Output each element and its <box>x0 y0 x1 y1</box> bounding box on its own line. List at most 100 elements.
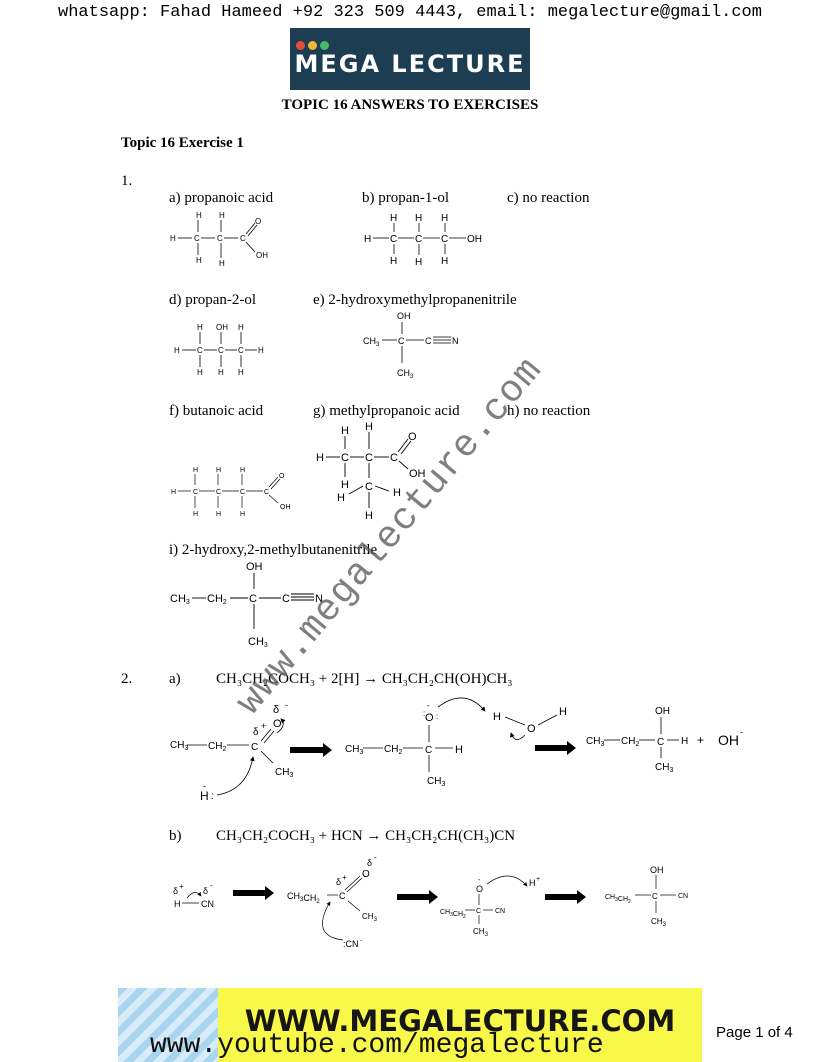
svg-text:H: H <box>455 744 463 756</box>
svg-text:H: H <box>219 211 225 220</box>
svg-text:H: H <box>197 323 203 332</box>
svg-text:C: C <box>425 745 432 756</box>
svg-text:C: C <box>652 892 658 901</box>
svg-text::: : <box>423 709 425 718</box>
svg-text:OH: OH <box>409 468 426 480</box>
svg-text:CH3CH2: CH3CH2 <box>440 909 466 920</box>
svg-text:+: + <box>536 876 540 883</box>
footer-site-link[interactable]: WWW.MEGALECTURE.COM <box>244 1004 676 1038</box>
svg-text:C: C <box>398 336 405 346</box>
svg-text:C: C <box>216 489 221 496</box>
svg-text:CH3: CH3 <box>427 776 445 788</box>
svg-text:CH3: CH3 <box>397 368 414 380</box>
page-number: Page 1 of 4 <box>716 1024 793 1041</box>
svg-text:C: C <box>197 346 203 355</box>
page-title: TOPIC 16 ANSWERS TO EXERCISES <box>281 97 539 113</box>
item-b-label: b) propan-1-ol <box>362 190 450 206</box>
hydroxymethylbutanenitrile-structure: OH CH3 CH2 C C N CH3 <box>170 561 323 649</box>
svg-text:-: - <box>374 853 377 862</box>
footer-stripe-band <box>118 988 220 1062</box>
svg-text:H: H <box>219 259 225 268</box>
svg-text:C: C <box>217 234 223 243</box>
svg-text:O: O <box>476 884 483 894</box>
svg-text:C: C <box>194 234 200 243</box>
logo-dot-green <box>320 41 329 50</box>
svg-text:C: C <box>657 737 664 748</box>
svg-text:δ: δ <box>273 704 279 716</box>
svg-text:CH3: CH3 <box>473 927 489 938</box>
svg-text:-: - <box>203 781 206 791</box>
svg-text:H: H <box>200 789 209 803</box>
svg-text:H: H <box>493 711 501 723</box>
svg-text:H: H <box>341 425 349 437</box>
question-2a-label: a) <box>169 671 181 687</box>
svg-text:H: H <box>197 368 203 377</box>
svg-text:CN: CN <box>678 893 688 900</box>
svg-text:δ: δ <box>253 727 259 738</box>
svg-text:-: - <box>285 700 288 710</box>
svg-text:C: C <box>390 452 398 464</box>
item-e-label: e) 2-hydroxymethylpropanenitrile <box>313 292 517 308</box>
propan-1-ol-structure: H C C C OH H H H H H H <box>364 213 482 268</box>
svg-text:N: N <box>315 593 323 605</box>
svg-text:H: H <box>365 510 373 522</box>
svg-text:CH3: CH3 <box>651 917 667 928</box>
logo-dot-red <box>296 41 305 50</box>
svg-text:OH: OH <box>655 706 670 717</box>
question-1-number: 1. <box>121 173 133 189</box>
svg-text:+: + <box>697 733 704 747</box>
svg-text:C: C <box>249 593 257 605</box>
svg-text:O: O <box>273 718 282 730</box>
svg-text:H: H <box>529 878 536 888</box>
svg-text:H: H <box>174 899 181 909</box>
logo-text: MEGA LECTURE <box>294 50 526 78</box>
svg-text:OH: OH <box>650 865 664 875</box>
svg-text:H: H <box>559 706 567 718</box>
butanoic-acid-structure: H C C C C H H H H H H O OH <box>171 467 291 518</box>
svg-text:H: H <box>390 213 397 224</box>
question-2b-label: b) <box>169 828 182 844</box>
svg-text:CH3: CH3 <box>248 636 268 649</box>
svg-text:CH2: CH2 <box>621 736 639 748</box>
footer-banner <box>218 988 702 1062</box>
svg-text:H: H <box>316 452 324 464</box>
svg-text:C: C <box>264 489 269 496</box>
footer-youtube-link[interactable]: www.youtube.com/megalecture <box>150 1030 604 1061</box>
svg-text:H: H <box>174 346 180 355</box>
svg-text:+: + <box>342 873 347 882</box>
svg-text:-: - <box>740 727 743 737</box>
svg-text:-: - <box>427 701 430 710</box>
svg-text:O: O <box>527 723 536 735</box>
svg-text:δ: δ <box>173 886 178 896</box>
exercise-heading: Topic 16 Exercise 1 <box>121 135 244 151</box>
svg-text:H: H <box>238 368 244 377</box>
propan-2-ol-structure: H C C C H H OH H H H H <box>174 323 264 377</box>
hydroxymethylpropanenitrile-structure: OH CH3 C C N CH3 <box>363 311 459 380</box>
svg-text:-: - <box>210 881 213 890</box>
methylpropanoic-acid-structure: H C C C H H H C H H H O OH <box>316 421 426 522</box>
svg-text:C: C <box>282 593 290 605</box>
svg-text:C: C <box>251 742 258 753</box>
svg-text:+: + <box>179 882 184 891</box>
svg-text:H: H <box>441 213 448 224</box>
svg-text:H: H <box>341 479 349 491</box>
svg-text:H: H <box>337 492 345 504</box>
logo-dots <box>296 37 332 55</box>
svg-text::CN: :CN <box>343 939 359 949</box>
svg-text:H: H <box>196 256 202 265</box>
svg-text:C: C <box>390 234 397 245</box>
svg-text::: : <box>436 712 438 721</box>
svg-text:O: O <box>362 869 370 880</box>
item-c-label: c) no reaction <box>507 190 590 206</box>
item-g-label: g) methylpropanoic acid <box>313 403 460 419</box>
svg-text:CN: CN <box>495 908 505 915</box>
svg-text::: : <box>211 791 214 802</box>
svg-text:+: + <box>261 721 266 731</box>
svg-text:C: C <box>415 234 422 245</box>
svg-text:δ: δ <box>203 886 208 896</box>
svg-text:δ: δ <box>336 877 341 887</box>
svg-text:N: N <box>452 336 459 346</box>
svg-text:H: H <box>258 346 264 355</box>
svg-text:CH2: CH2 <box>208 741 226 753</box>
svg-text:C: C <box>425 336 432 346</box>
